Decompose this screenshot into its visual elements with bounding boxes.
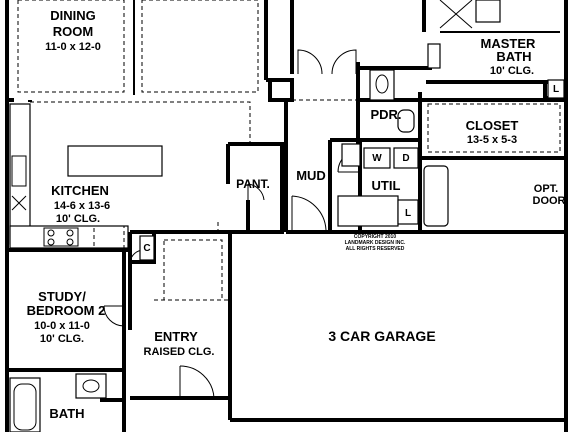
util-linen-label: L (405, 208, 411, 219)
pdr-toilet (397, 109, 415, 133)
study-ceiling: 10' CLG. (40, 333, 84, 345)
doors (103, 49, 361, 400)
util-name: UTIL (372, 178, 401, 193)
utility-fixtures (139, 79, 565, 261)
refrigerator (93, 225, 125, 249)
util-sink (341, 143, 361, 167)
kitchen-counter (9, 103, 31, 245)
kitchen-ceiling: 10' CLG. (56, 213, 100, 225)
master-shower (427, 43, 441, 69)
dryer (393, 147, 419, 169)
garage-door-1: OPT. (534, 183, 558, 195)
util-linen (397, 199, 419, 225)
master-bath-name-1: MASTER (481, 36, 537, 51)
washer-label: W (372, 153, 382, 164)
kitchen-island (67, 145, 163, 177)
bathtub (9, 377, 41, 432)
study-name-1: STUDY/ (38, 289, 86, 304)
closet-size: 13-5 x 5-3 (467, 134, 517, 146)
ceiling-outlines (17, 0, 561, 301)
util-shelf (337, 195, 399, 227)
kitchen-name: KITCHEN (51, 183, 109, 198)
washer (363, 147, 391, 169)
mud-name: MUD (296, 168, 326, 183)
study-name-2: BEDROOM 2 (27, 303, 106, 318)
coat-closet-label: C (143, 243, 150, 254)
range (43, 227, 79, 247)
dining-size: 11-0 x 12-0 (45, 41, 101, 53)
master-bath-ceiling: 10' CLG. (490, 65, 534, 77)
coat-closet (139, 235, 155, 261)
pdr-name: PDR. (370, 107, 401, 122)
closet-name: CLOSET (466, 118, 519, 133)
master-linen-label: L (553, 84, 559, 95)
study-size: 10-0 x 11-0 (34, 320, 90, 332)
bath-vanity (75, 373, 107, 399)
bath-fixtures (9, 0, 501, 432)
garage-door-2: DOOR (533, 195, 566, 207)
kitchen-size: 14-6 x 13-6 (54, 200, 110, 212)
pantry-name: PANT. (236, 177, 270, 191)
dining-name-1: DINING (50, 8, 96, 23)
kitchen-fixtures (9, 103, 163, 249)
entry-ceiling: RAISED CLG. (144, 346, 215, 358)
fixture-labels: W D L L C (143, 84, 559, 254)
water-heater (423, 165, 449, 227)
kitchen-counter-bottom (9, 225, 129, 249)
bath-name: BATH (49, 406, 84, 421)
copyright-line-2: LANDMARK DESIGN INC. (345, 240, 406, 246)
sink (11, 155, 27, 187)
garage-name: 3 CAR GARAGE (328, 328, 435, 344)
entry-name: ENTRY (154, 329, 198, 344)
copyright-line-1: COPYRIGHT 2010 (354, 234, 396, 240)
copyright-line-3: ALL RIGHTS RESERVED (346, 246, 405, 252)
copyright-block: COPYRIGHT 2010 LANDMARK DESIGN INC. ALL … (345, 234, 406, 252)
dining-name-2: ROOM (53, 24, 93, 39)
master-bath-name-2: BATH (496, 49, 531, 64)
master-linen (547, 79, 565, 99)
room-labels: DINING ROOM 11-0 x 12-0 MASTER BATH 10' … (27, 8, 566, 421)
dryer-label: D (402, 153, 409, 164)
